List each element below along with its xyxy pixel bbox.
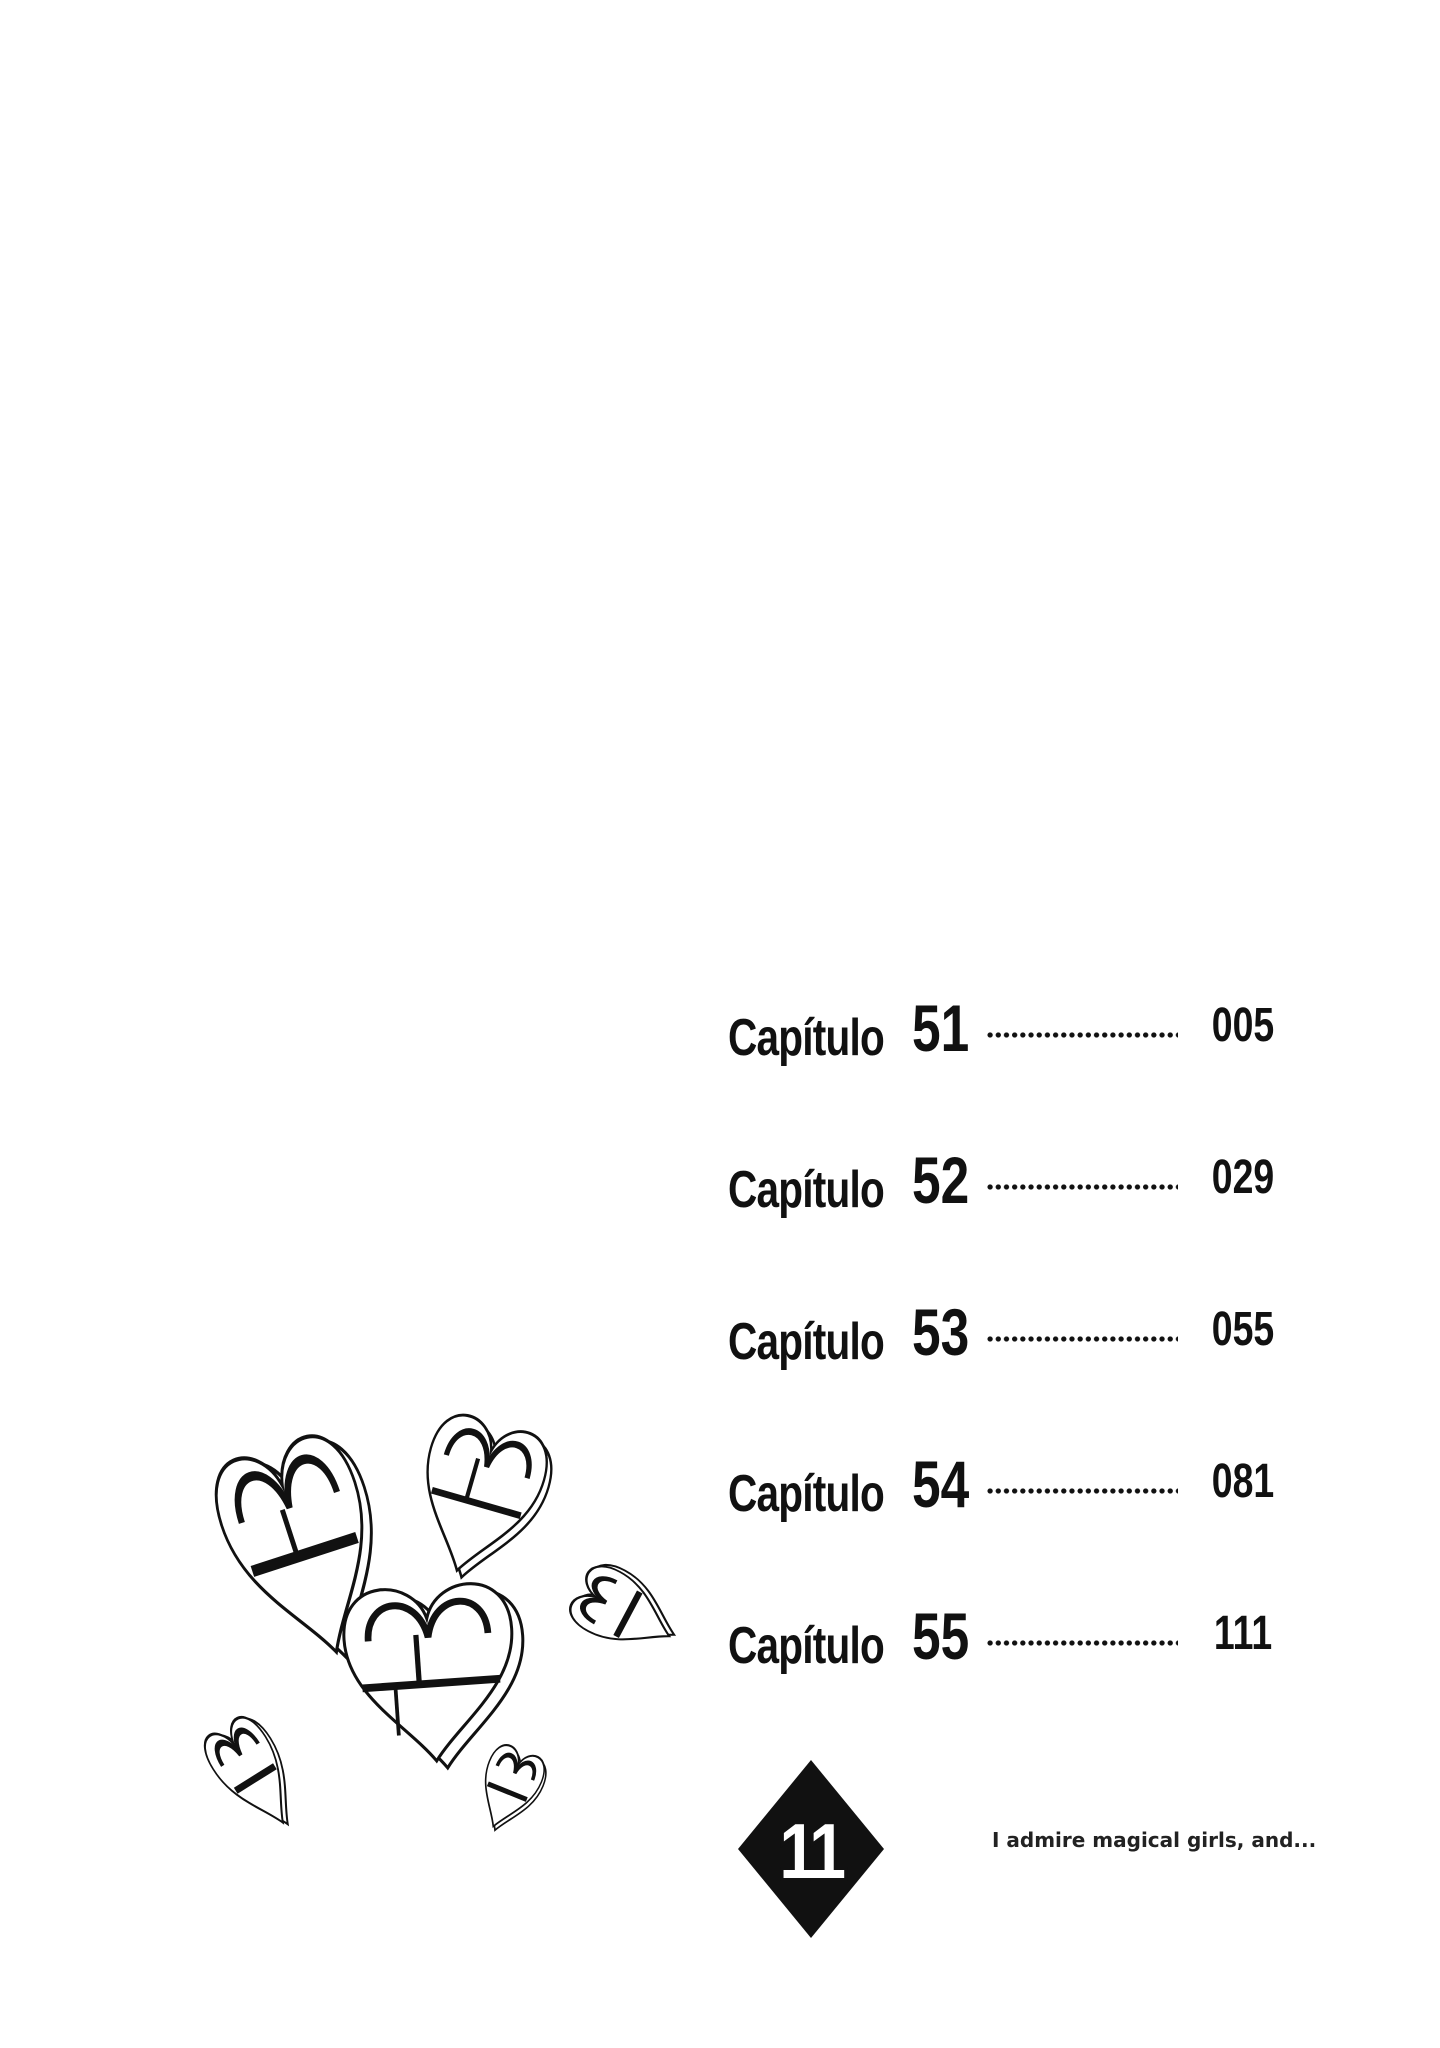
volume-badge: 11 bbox=[738, 1760, 884, 1938]
toc-entry[interactable]: Capítulo 55 111 bbox=[728, 1598, 1288, 1750]
diamond-icon bbox=[738, 1760, 884, 1938]
volume-number: 11 bbox=[776, 1804, 849, 1899]
series-title: I admire magical girls, and... bbox=[992, 1828, 1317, 1852]
toc-entry[interactable]: Capítulo 51 005 bbox=[728, 990, 1288, 1142]
chapter-label: Capítulo bbox=[728, 1009, 885, 1067]
page-number: 029 bbox=[1211, 1151, 1275, 1204]
toc-entry[interactable]: Capítulo 52 029 bbox=[728, 1142, 1288, 1294]
dot-leader bbox=[986, 1488, 1178, 1494]
chapter-number: 52 bbox=[912, 1143, 970, 1217]
chapter-label: Capítulo bbox=[728, 1161, 885, 1219]
chapter-label: Capítulo bbox=[728, 1617, 885, 1675]
toc-entry[interactable]: Capítulo 54 081 bbox=[728, 1446, 1288, 1598]
heart-icon bbox=[195, 1709, 316, 1840]
dot-leader bbox=[986, 1640, 1178, 1646]
page-number: 055 bbox=[1211, 1303, 1275, 1356]
chapter-label: Capítulo bbox=[728, 1465, 885, 1523]
heart-icon bbox=[398, 1406, 562, 1596]
chapter-number: 55 bbox=[912, 1599, 970, 1673]
chapter-label: Capítulo bbox=[728, 1313, 885, 1371]
page-number: 111 bbox=[1213, 1607, 1273, 1660]
chapter-number: 51 bbox=[912, 991, 970, 1065]
dot-leader bbox=[986, 1184, 1178, 1190]
page-number: 081 bbox=[1211, 1455, 1275, 1508]
chapter-number: 54 bbox=[912, 1447, 970, 1521]
heart-icon bbox=[204, 1425, 413, 1681]
hearts-cluster-illustration bbox=[195, 1406, 692, 1840]
dot-leader bbox=[986, 1032, 1178, 1038]
table-of-contents: Capítulo 51 005 Capítulo 52 029 Capítulo… bbox=[728, 990, 1288, 1750]
heart-icon bbox=[562, 1556, 692, 1668]
dot-leader bbox=[986, 1336, 1178, 1342]
heart-icon bbox=[339, 1579, 534, 1776]
chapter-number: 53 bbox=[912, 1295, 970, 1369]
heart-icon bbox=[466, 1739, 553, 1840]
page-number: 005 bbox=[1211, 999, 1275, 1052]
toc-entry[interactable]: Capítulo 53 055 bbox=[728, 1294, 1288, 1446]
